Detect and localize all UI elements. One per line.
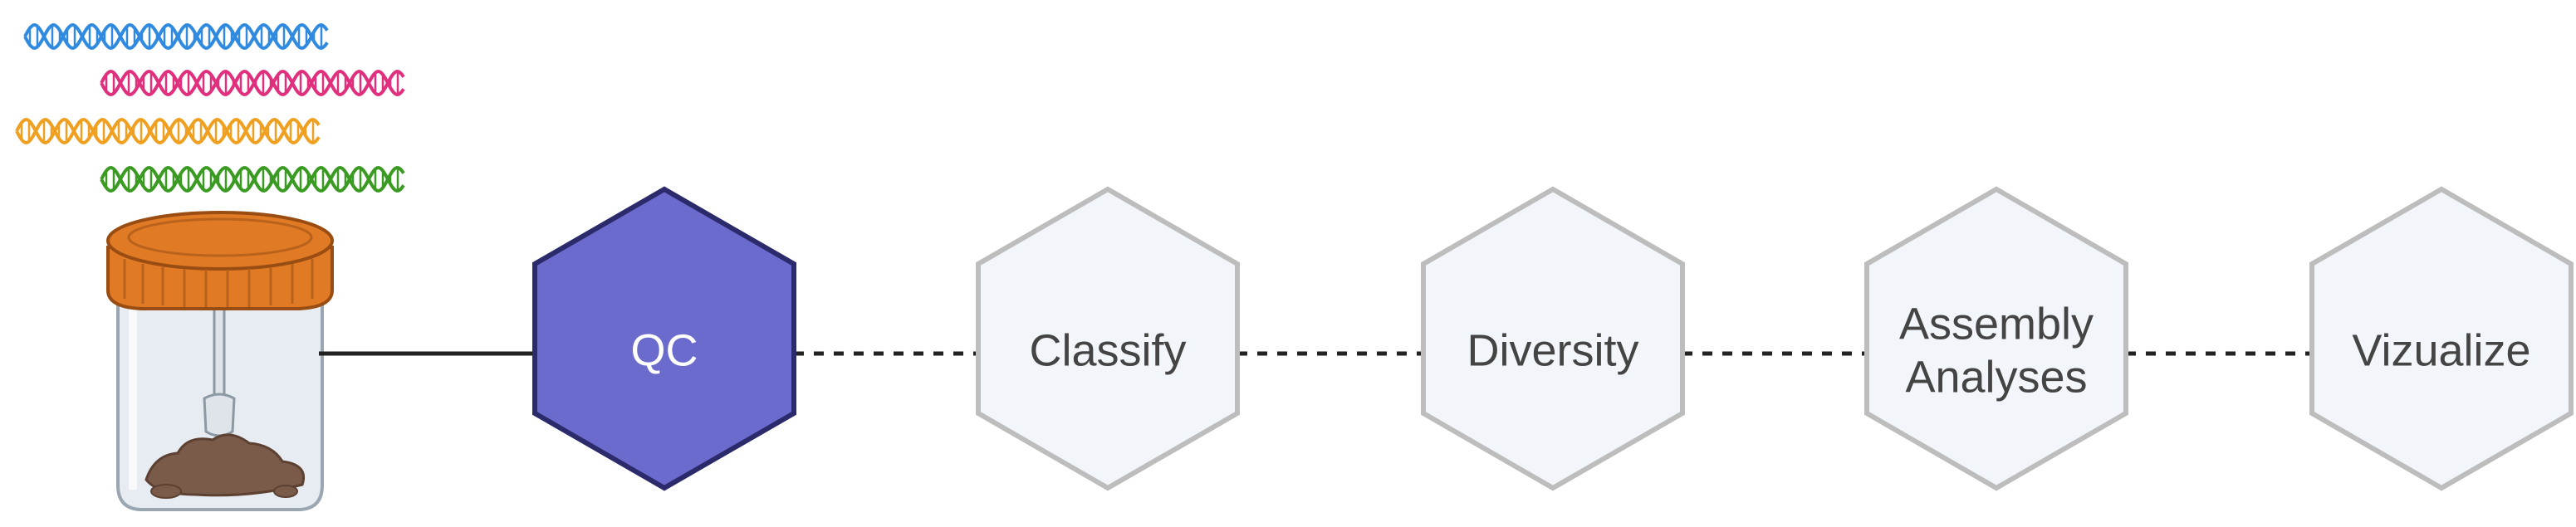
step-hexagon: [1421, 186, 1685, 491]
step-label: Analyses: [1905, 352, 2087, 402]
step-hexagon: [976, 186, 1240, 491]
dna-helix-icon: [15, 117, 321, 145]
step-label: Vizualize: [2352, 325, 2530, 375]
step-qc: QC: [532, 186, 796, 491]
step-classify: Classify: [976, 186, 1240, 491]
step-hexagon: [532, 186, 796, 491]
step-hexagon: [2309, 186, 2574, 491]
step-label: QC: [631, 325, 698, 375]
step-hexagon: [1864, 186, 2128, 491]
dna-sequences: [15, 22, 405, 193]
step-diversity: Diversity: [1421, 186, 1685, 491]
dna-helix-icon: [23, 22, 329, 51]
step-label: Classify: [1029, 325, 1186, 375]
step-label: Assembly: [1899, 299, 2094, 349]
sample-jar-icon: [106, 211, 334, 511]
dna-helix-icon: [100, 69, 405, 97]
dna-helix-icon: [100, 165, 405, 193]
step-vizualize: Vizualize: [2309, 186, 2574, 491]
step-label: Diversity: [1467, 325, 1638, 375]
